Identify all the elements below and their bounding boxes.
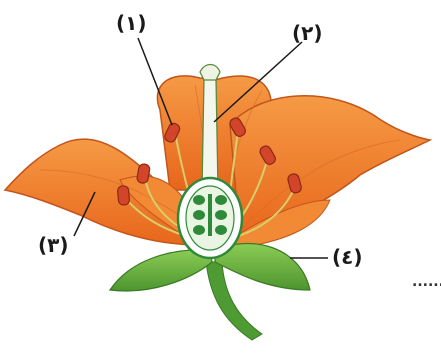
trailing-dots: ...... — [412, 274, 441, 290]
petal-right-top — [230, 96, 430, 240]
label-3: (٣) — [38, 233, 69, 257]
anther — [117, 186, 130, 206]
ovules — [193, 194, 227, 236]
label-4: (٤) — [332, 245, 363, 269]
sepal-left — [110, 250, 212, 291]
style — [202, 78, 218, 190]
label-2: (٢) — [292, 21, 323, 45]
label-1: (١) — [116, 11, 147, 35]
stigma — [200, 65, 220, 81]
